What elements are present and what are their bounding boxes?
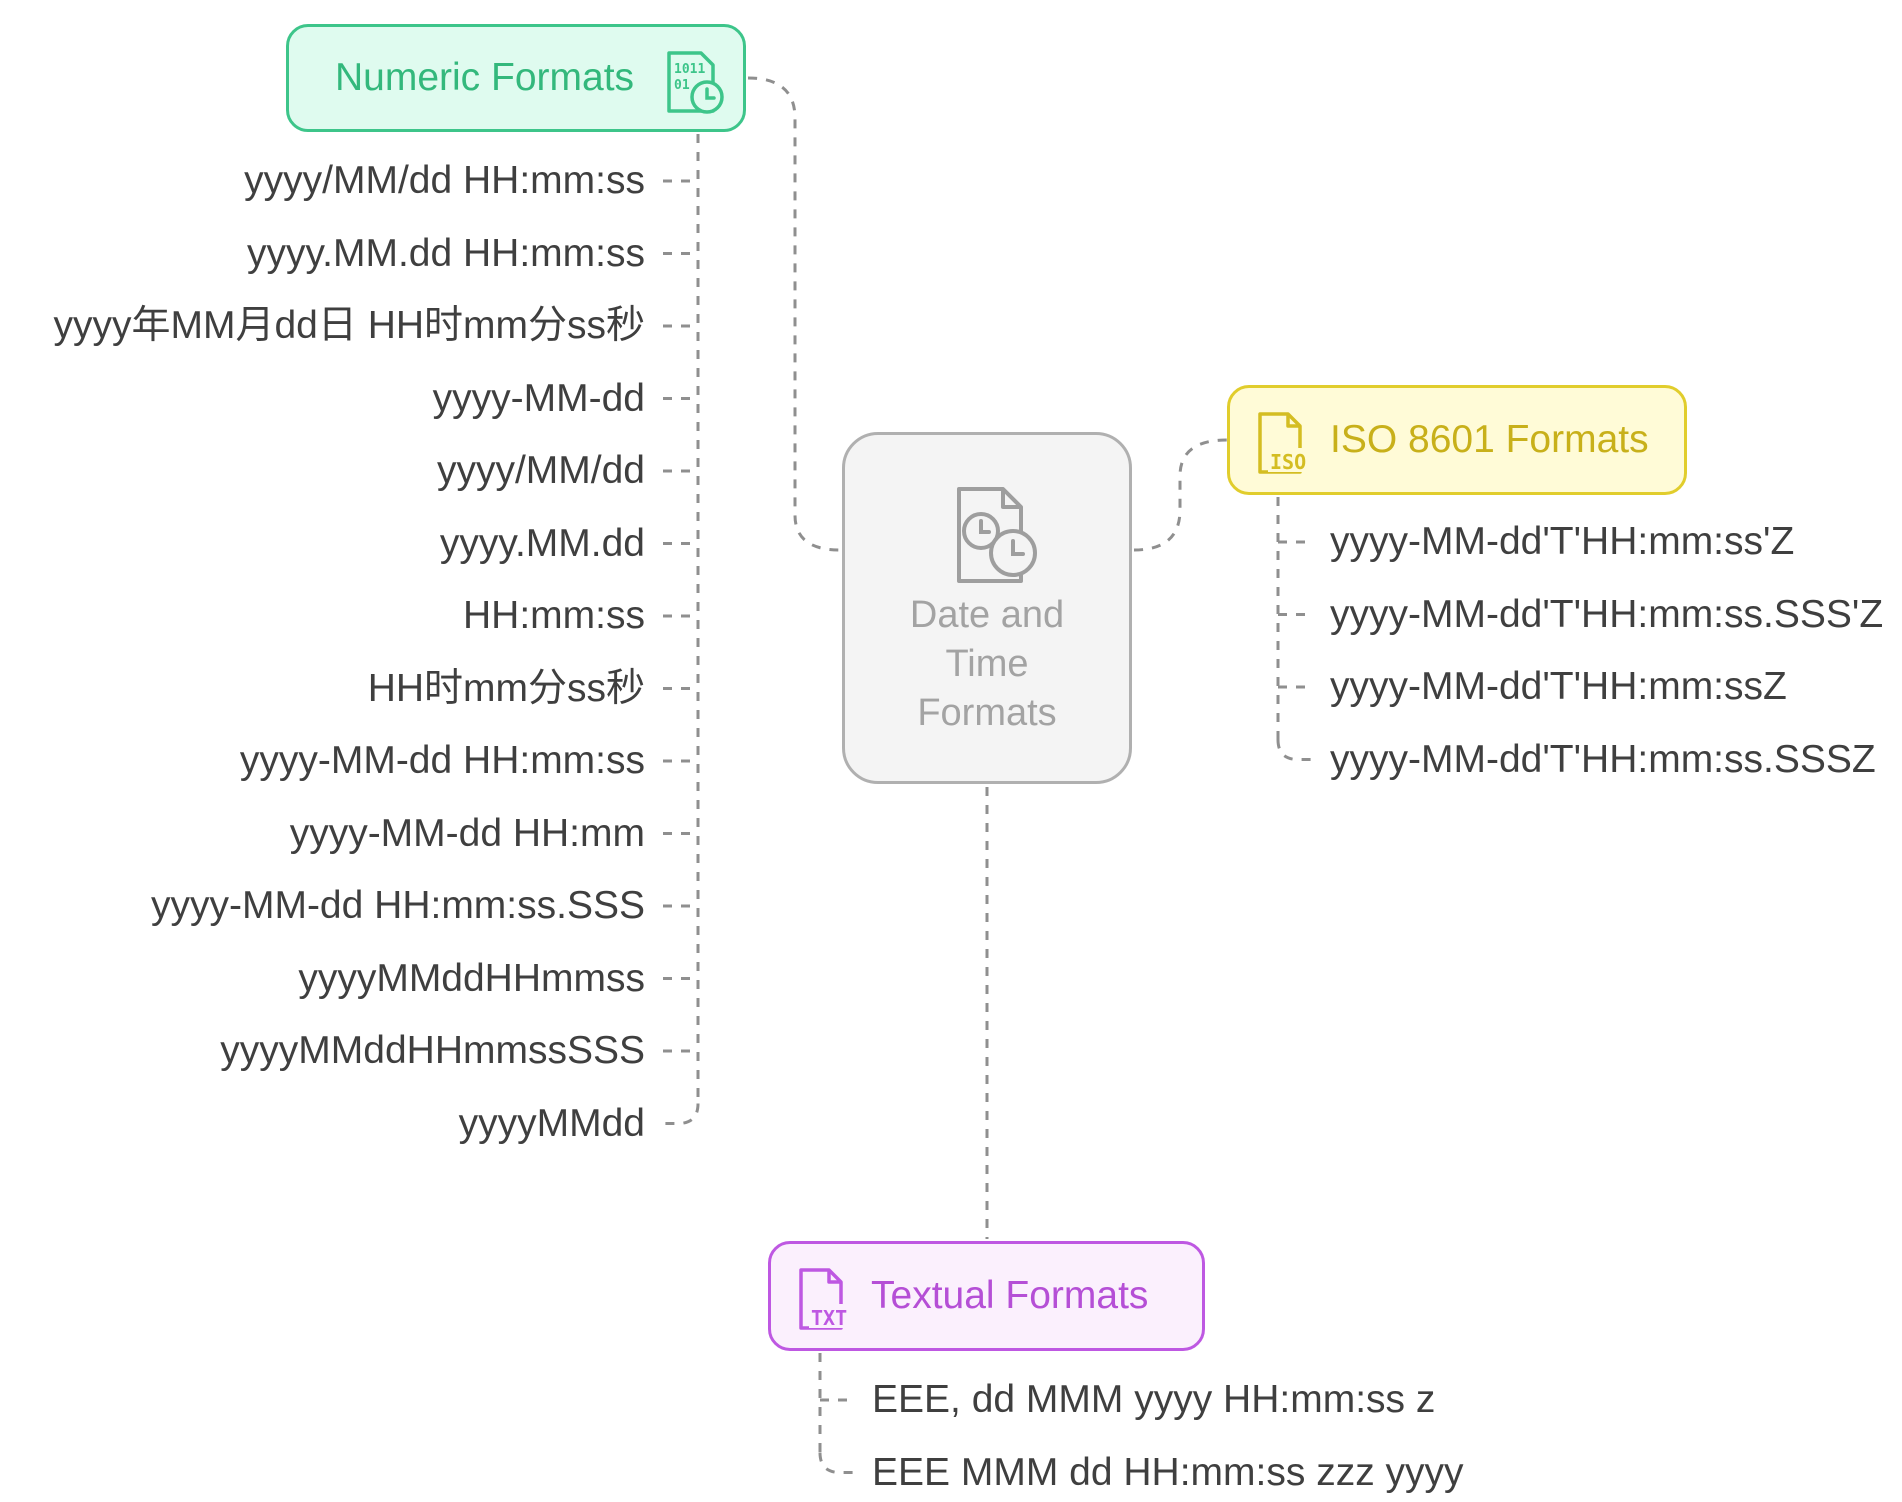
central-topic-label: Date and Time Formats — [909, 594, 1065, 734]
textual-formats-title: Textual Formats — [871, 1274, 1149, 1317]
iso-format-item: yyyy-MM-dd'T'HH:mm:ss'Z — [1330, 520, 1795, 563]
numeric-format-item: HH时mm分ss秒 — [367, 666, 645, 710]
textual-format-item: EEE MMM dd HH:mm:ss zzz yyyy — [872, 1450, 1464, 1494]
txt-file-icon: TXT — [799, 1268, 859, 1330]
binary-clock-icon: 1011 01 — [667, 51, 724, 114]
numeric-format-item: HH:mm:ss — [463, 594, 645, 637]
numeric-formats-title: Numeric Formats — [335, 56, 635, 99]
numeric-format-item: yyyy-MM-dd HH:mm:ss.SSS — [150, 884, 645, 927]
svg-text:TXT: TXT — [811, 1306, 847, 1330]
iso-leaf-connector — [1276, 739, 1314, 761]
textual-leaf-connector — [818, 1452, 856, 1474]
center-to-iso-connector — [1133, 438, 1228, 552]
numeric-format-item: yyyy/MM/dd HH:mm:ss — [244, 159, 645, 202]
central-topic-node[interactable]: Date and Time Formats — [842, 432, 1132, 784]
numeric-format-item: yyyy-MM-dd — [432, 376, 645, 420]
numeric-format-item: yyyy.MM.dd — [439, 521, 645, 565]
iso-file-icon: ISO — [1258, 412, 1318, 474]
numeric-format-item: yyyyMMddHHmmss — [298, 956, 645, 1000]
numeric-leaf-connector — [663, 1103, 700, 1125]
textual-formats-node[interactable]: TXT Textual Formats — [768, 1241, 1205, 1351]
numeric-format-item: yyyy-MM-dd HH:mm:ss — [239, 739, 645, 782]
iso-8601-formats-title: ISO 8601 Formats — [1330, 418, 1649, 461]
iso-format-item: yyyy-MM-dd'T'HH:mm:ss.SSS'Z — [1330, 592, 1884, 636]
numeric-format-item: yyyy-MM-dd HH:mm — [289, 811, 645, 855]
document-clock-icon — [957, 487, 1037, 583]
svg-text:ISO: ISO — [1270, 450, 1306, 474]
numeric-formats-node[interactable]: Numeric Formats 1011 01 — [286, 24, 746, 132]
numeric-format-item: yyyy.MM.dd HH:mm:ss — [247, 231, 645, 275]
numeric-format-item: yyyyMMddHHmmssSSS — [220, 1029, 645, 1072]
iso-format-item: yyyy-MM-dd'T'HH:mm:ssZ — [1330, 665, 1787, 708]
center-to-numeric-connector — [747, 76, 841, 552]
textual-format-item: EEE, dd MMM yyyy HH:mm:ss z — [872, 1378, 1436, 1421]
svg-text:1011: 1011 — [674, 62, 705, 77]
iso-8601-formats-node[interactable]: ISO ISO 8601 Formats — [1227, 385, 1687, 495]
svg-text:01: 01 — [674, 78, 690, 93]
iso-format-item: yyyy-MM-dd'T'HH:mm:ss.SSSZ — [1330, 737, 1876, 781]
numeric-format-item: yyyy年MM月dd日 HH时mm分ss秒 — [53, 304, 646, 347]
numeric-format-item: yyyy/MM/dd — [436, 449, 645, 492]
numeric-format-item: yyyyMMdd — [458, 1101, 645, 1145]
